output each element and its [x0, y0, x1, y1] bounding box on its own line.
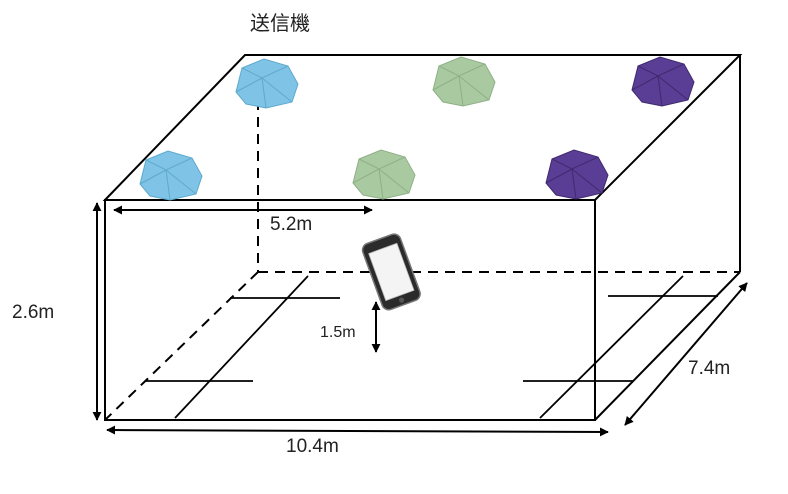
length-arrow: [106, 425, 609, 437]
depth-label: 7.4m: [688, 358, 730, 379]
dimension-arrows: [92, 202, 748, 437]
transmitter-purple-back: [631, 56, 695, 107]
phone-screen: [368, 242, 415, 302]
floor-left-edge-hidden: [104, 271, 259, 421]
phone-home-button: [399, 297, 405, 303]
floor-marks: [145, 275, 718, 419]
transmitter-blue-back: [235, 58, 299, 109]
transmitter-blue-front: [139, 150, 203, 201]
length-label: 10.4m: [286, 436, 339, 457]
floor-mark-left-diag: [174, 275, 309, 419]
phone-height-label: 1.5m: [320, 324, 356, 341]
floor-mark-right-diag: [539, 275, 684, 419]
height-label: 2.6m: [12, 302, 54, 323]
transmitter-green-front: [352, 149, 416, 200]
ceiling-span-label: 5.2m: [270, 214, 312, 235]
transmitter-green-back: [432, 56, 496, 107]
front-face: [104, 199, 596, 421]
depth-arrow: [624, 282, 748, 426]
transmitter-title: 送信機: [250, 12, 310, 35]
hidden-edges: [104, 100, 740, 421]
room-box: [102, 54, 743, 421]
floor-right-edge: [594, 271, 741, 421]
transmitter-purple-front: [545, 149, 609, 200]
smartphone-receiver: [361, 233, 421, 311]
